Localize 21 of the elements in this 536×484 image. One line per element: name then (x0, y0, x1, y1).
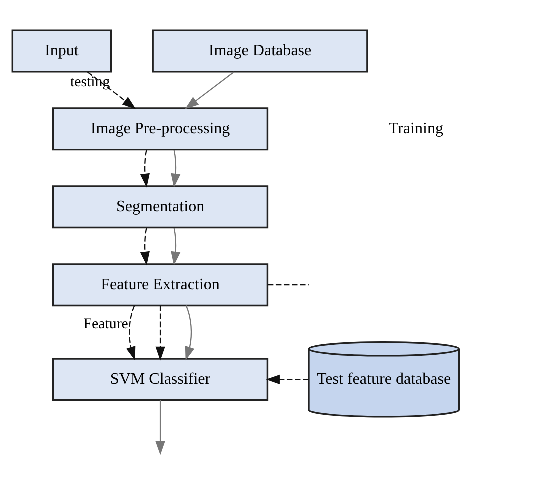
arrow (171, 228, 181, 266)
node-box: Input (12, 29, 112, 72)
arrow (266, 374, 309, 384)
arrow (126, 305, 136, 360)
connector (268, 284, 309, 286)
label: Training (388, 120, 444, 137)
edge-label: Feature (84, 316, 128, 332)
arrow (156, 305, 166, 360)
node-box: Segmentation (52, 185, 269, 228)
node-box: Image Pre-processing (52, 107, 269, 150)
edge-label: testing (70, 74, 110, 90)
arrow (185, 305, 195, 360)
arrow (88, 71, 136, 109)
arrow (140, 150, 150, 188)
arrow (171, 150, 181, 188)
node-box: Image Database (152, 29, 368, 72)
node-box: SVM Classifier (52, 358, 269, 401)
arrow (185, 71, 234, 109)
arrow (140, 228, 150, 266)
arrow (156, 400, 166, 455)
node-box: Feature Extraction (52, 263, 269, 306)
